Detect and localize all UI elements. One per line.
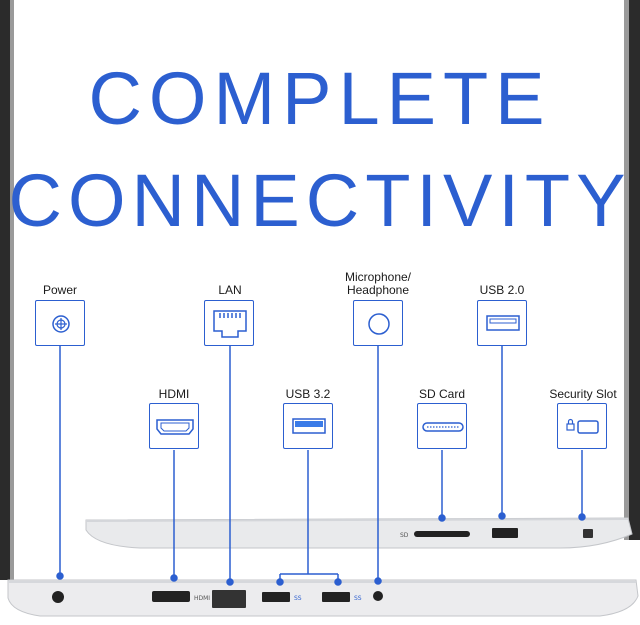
usb32-leader-dot-2 [334,578,342,586]
sdcard-label: SD Card [418,387,465,401]
usb2-port-physical [492,528,518,538]
hdmi-port-physical [152,591,190,602]
sdcard-box [417,403,467,449]
usb32-port-2-physical [322,592,350,602]
hdmi-box [149,403,199,449]
hdmi-mark: HDMI [194,595,210,602]
usb-superspeed-port-icon [292,418,326,434]
headline-line-1: COMPLETE [88,57,552,140]
hdmi-leader-dot [170,574,178,582]
usb2-box [477,300,527,346]
lock-slot-icon [566,418,599,434]
usb32-port-1-physical [262,592,290,602]
security-label: Security Slot [549,387,617,401]
power-box [35,300,85,346]
left-bezel-edge [10,0,14,580]
security-box [557,403,607,449]
usb2-leader-dot [498,512,506,520]
audio-box [353,300,403,346]
security-slot-physical [583,529,593,538]
power-jack-icon [52,315,70,333]
hdmi-label: HDMI [158,387,190,401]
right-bezel-edge [624,0,629,540]
hdmi-port-icon [156,419,194,435]
lan-leader-dot [226,578,234,586]
sd-slot-physical [414,531,470,537]
usb-a-port-icon [486,315,520,331]
headline-line-2: CONNECTIVITY [8,159,632,242]
lan-port-physical [212,590,246,608]
usb32-label: USB 3.2 [285,387,331,401]
power-jack-physical [52,591,64,603]
power-label: Power [42,283,77,297]
ethernet-port-icon [213,310,247,338]
ss-mark-1: SS [294,595,302,602]
rear-laptop-top-edge [85,518,629,522]
lan-label: LAN [218,283,242,297]
sd-card-slot-icon [422,422,464,432]
lan-box [204,300,254,346]
audio-jack-physical [373,591,383,601]
audio-jack-icon [368,313,390,335]
ss-mark-2: SS [354,595,362,602]
usb32-box [283,403,333,449]
security-leader-dot [578,513,586,521]
usb2-label: USB 2.0 [479,283,525,297]
usb32-leader-dot-1 [276,578,284,586]
left-bezel [0,0,12,580]
rear-laptop-body [85,517,633,549]
right-bezel [628,0,640,540]
audio-label: Microphone/ Headphone [322,271,434,297]
audio-leader-dot [374,577,382,585]
power-leader-dot [56,572,64,580]
audio-label-line-1: Microphone/ [344,270,412,284]
sd-mark: SD [400,532,409,539]
audio-label-line-2: Headphone [346,283,410,297]
sd-leader-dot [438,514,446,522]
